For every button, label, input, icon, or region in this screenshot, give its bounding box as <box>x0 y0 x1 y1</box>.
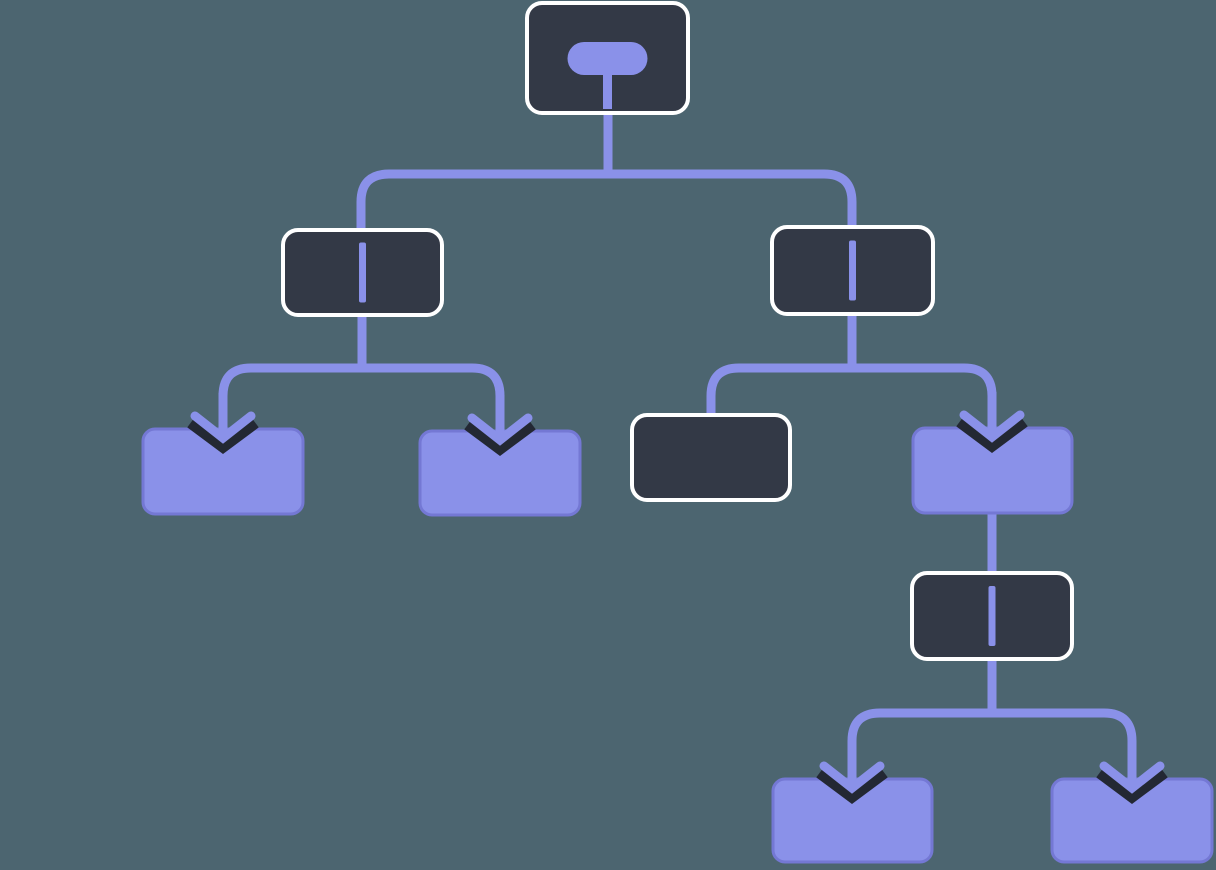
connector-layer <box>218 110 1137 782</box>
arrow-down-icon <box>816 743 888 804</box>
arrow-shadow-chevron <box>464 416 536 456</box>
node-box <box>630 413 792 502</box>
edge-branch-bottom-to-leaves <box>847 657 1137 782</box>
arrow-shadow-chevron <box>1096 764 1168 804</box>
arrow-chevron <box>959 410 1025 443</box>
edge-branch-left-to-leaves <box>218 313 505 434</box>
arrow-chevron <box>467 413 533 446</box>
arrow-layer <box>187 392 1168 804</box>
vertical-bar-icon <box>849 240 856 301</box>
arrow-down-icon <box>187 393 259 454</box>
branch-node-bottom[interactable] <box>910 571 1074 661</box>
arrow-shadow-chevron <box>956 413 1028 453</box>
vertical-bar-icon <box>988 586 996 646</box>
branch-node-left[interactable] <box>281 228 444 317</box>
pill-stem <box>603 71 612 109</box>
arrow-down-icon <box>956 392 1028 453</box>
node-layer <box>141 1 1214 864</box>
edge-root-to-branches <box>356 110 857 237</box>
dark-node-middle[interactable] <box>630 413 792 502</box>
connector-fork <box>847 708 1137 782</box>
arrow-shadow-chevron <box>187 414 259 454</box>
arrow-shadow-chevron <box>816 764 888 804</box>
pill-shape <box>567 42 648 75</box>
arrow-chevron <box>819 761 885 794</box>
root-pill-icon <box>567 42 648 109</box>
root-node[interactable] <box>525 1 690 115</box>
arrow-chevron <box>1099 761 1165 794</box>
branch-node-right[interactable] <box>770 225 935 316</box>
connector-fork <box>706 363 997 431</box>
arrow-down-icon <box>1096 743 1168 804</box>
connector-fork <box>218 363 505 434</box>
edge-branch-right-to-children <box>706 312 997 431</box>
connector-fork <box>356 169 857 237</box>
arrow-chevron <box>190 411 256 444</box>
arrow-down-icon <box>464 395 536 456</box>
vertical-bar-icon <box>359 242 366 303</box>
